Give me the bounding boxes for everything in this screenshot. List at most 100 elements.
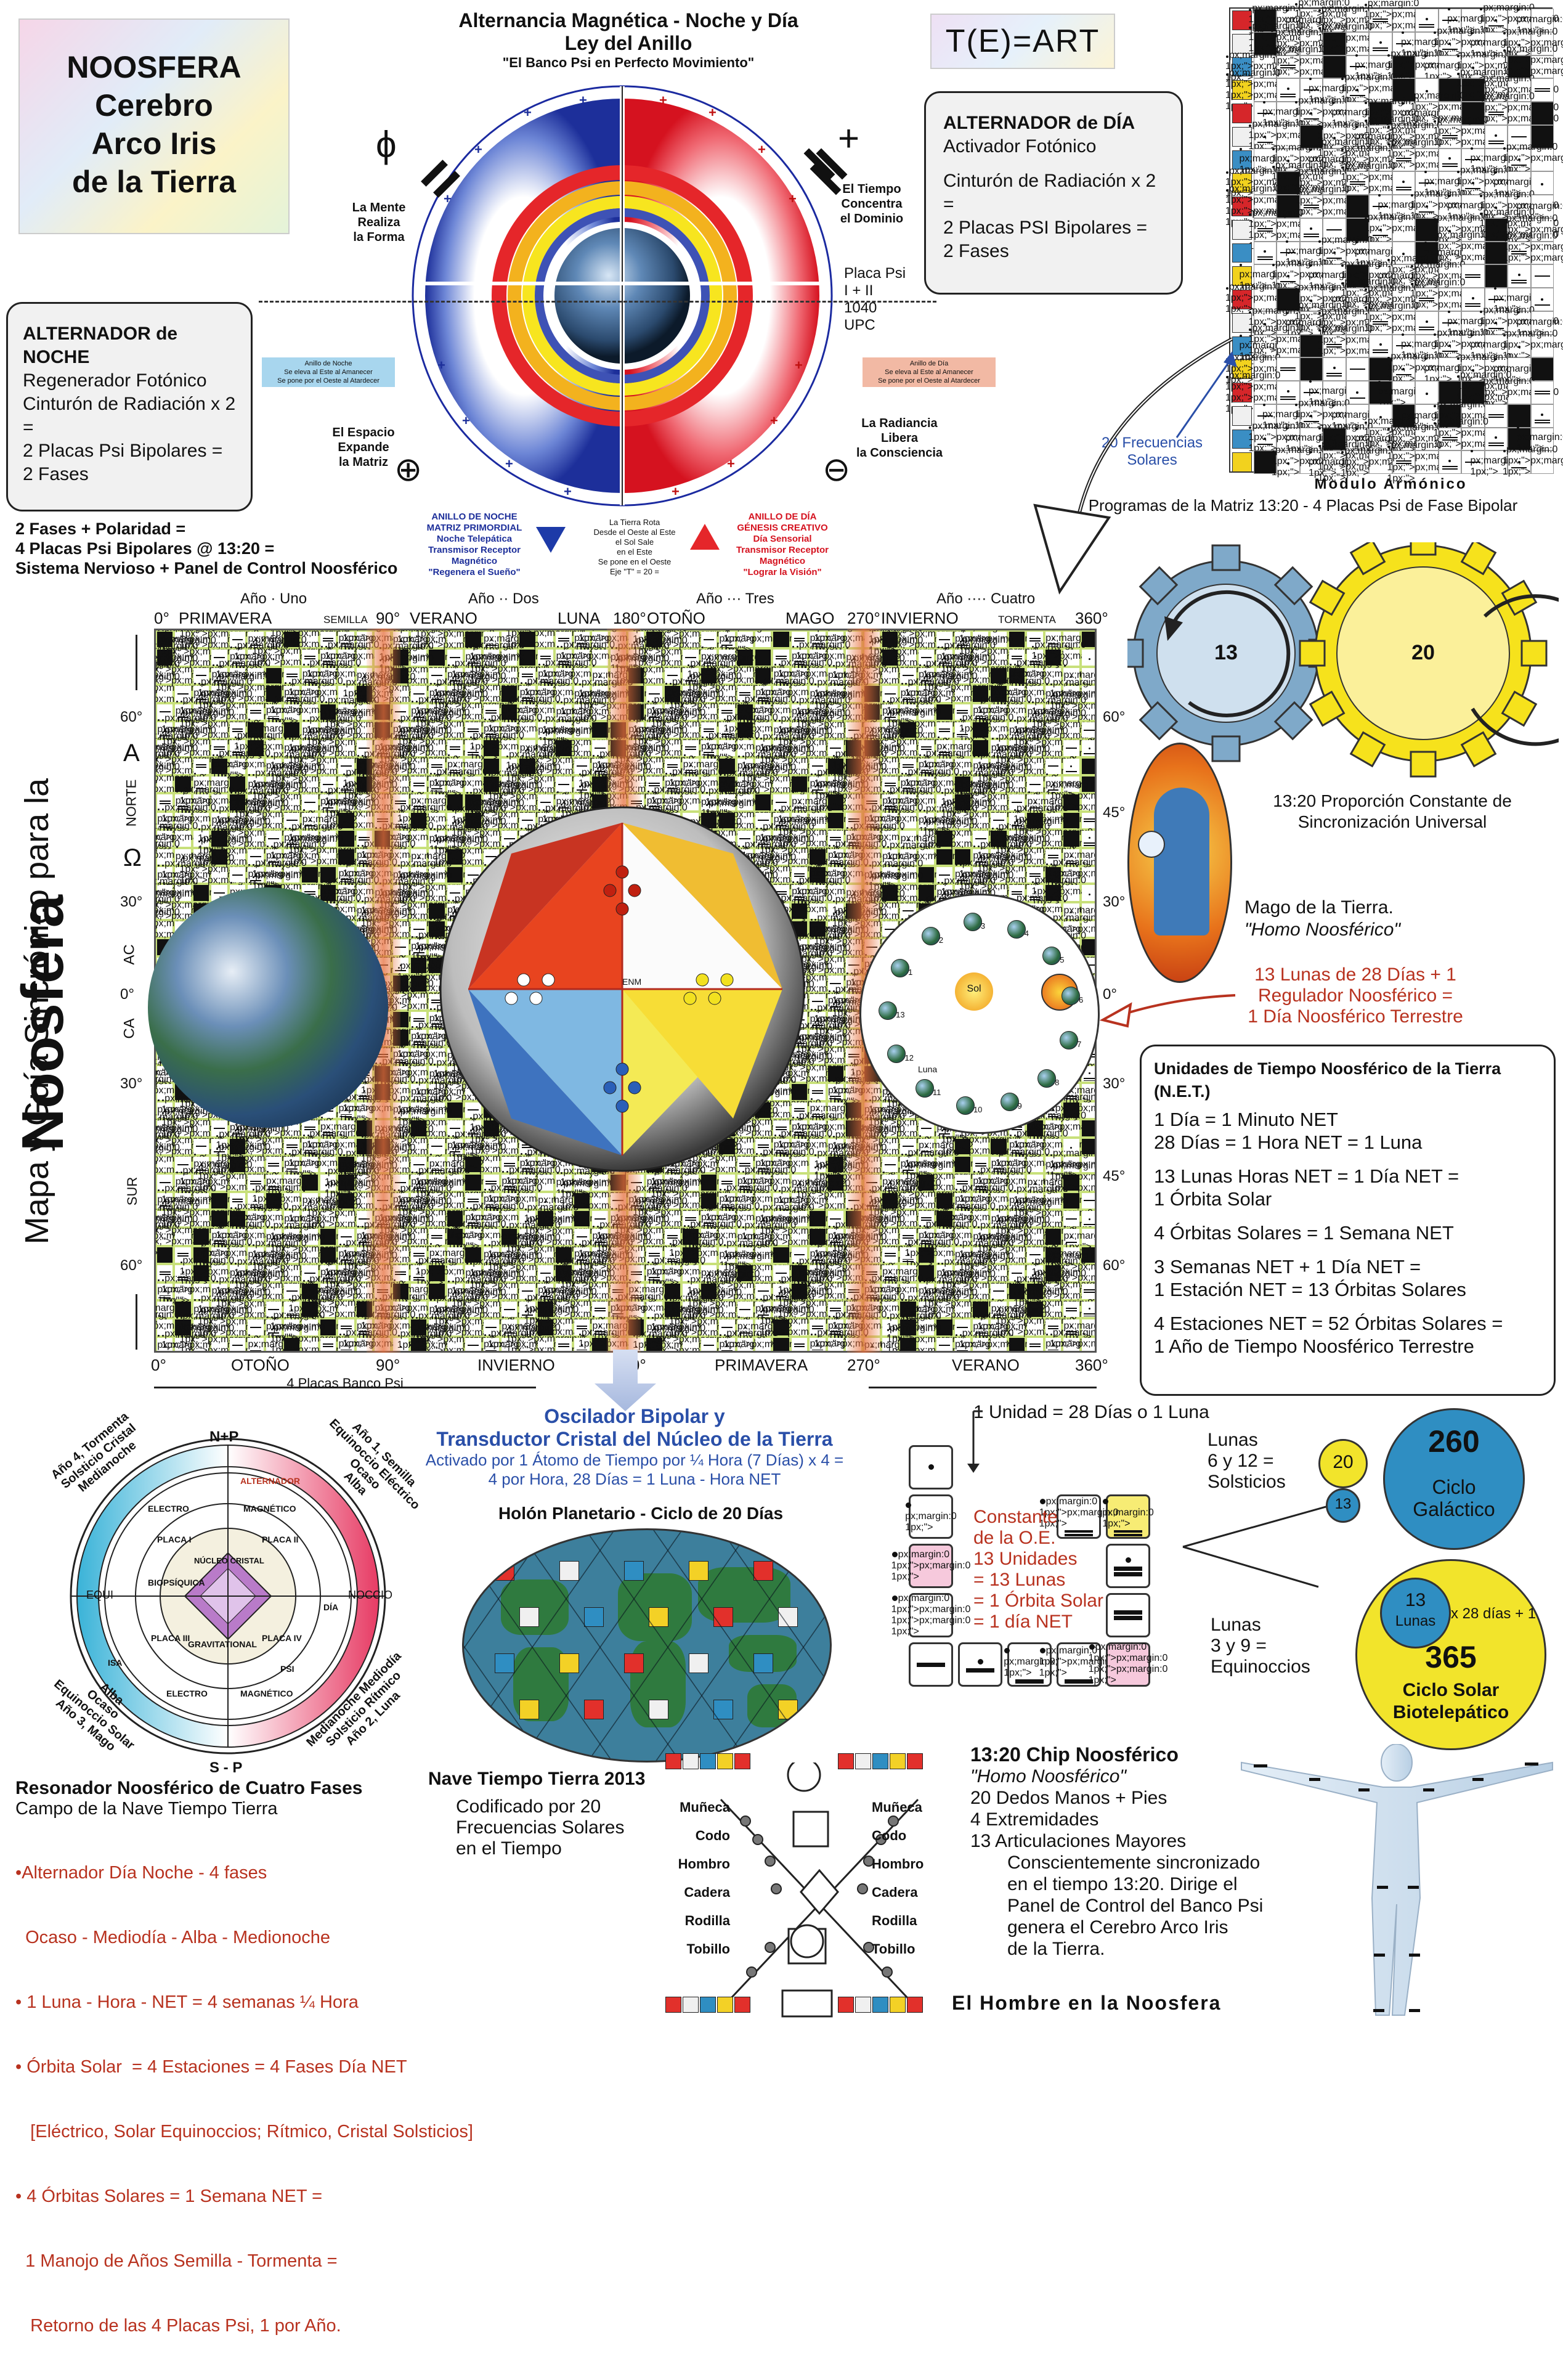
kin-cell bbox=[1508, 404, 1531, 428]
frecuencias-arrow bbox=[1175, 351, 1237, 438]
color-code-icon bbox=[872, 1997, 888, 2013]
orbit-planet-icon bbox=[1037, 1069, 1057, 1088]
solar-seal-icon bbox=[753, 1561, 773, 1581]
color-code-icon bbox=[855, 1997, 871, 2013]
gear-13 bbox=[1127, 544, 1335, 762]
kin-cell bbox=[1461, 264, 1485, 288]
kin-cell bbox=[1323, 427, 1346, 451]
kin-cell bbox=[1299, 124, 1323, 149]
solar-seal-icon bbox=[559, 1653, 579, 1673]
moon-unit-tile: px;margin:0 1px;">px;margin:0 1px;">px;m… bbox=[1088, 1642, 1168, 1687]
map-cell: px;margin:0 1px;">px;margin:0 1px;">px;m… bbox=[270, 1322, 350, 1353]
kin-cell bbox=[1438, 218, 1461, 242]
seal-icon bbox=[1232, 126, 1252, 147]
map-cell bbox=[773, 1337, 789, 1351]
kin-cell bbox=[1299, 102, 1323, 125]
seal-icon bbox=[1232, 219, 1252, 240]
nave-joints-right: Muñeca Codo Hombro Cadera Rodilla Tobill… bbox=[872, 1799, 924, 1957]
kin-cell: px;margin:0 1px;">px;margin:0 1px;">px;m… bbox=[1387, 440, 1467, 484]
kin-cell bbox=[1369, 9, 1392, 32]
kin-cell bbox=[1461, 381, 1485, 404]
color-code-icon bbox=[734, 1753, 750, 1769]
seal-icon bbox=[1232, 197, 1252, 216]
kin-cell bbox=[1438, 148, 1461, 172]
kin-cell bbox=[1299, 334, 1323, 358]
kin-cell bbox=[1484, 427, 1508, 451]
map-cell bbox=[773, 632, 789, 648]
svg-text:+: + bbox=[708, 105, 717, 120]
map-cell: px;margin:0 1px;">px;margin:0 1px;">px;m… bbox=[156, 1143, 205, 1175]
kin-cell bbox=[1530, 102, 1554, 125]
solar-seal-icon bbox=[584, 1700, 604, 1719]
hombre-label: El Hombre en la Noosfera bbox=[952, 1992, 1222, 2014]
modulo-armonico-grid: px;margin:0 1px;">px;margin:0 1px;">px;m… bbox=[1225, 0, 1563, 484]
kin-cell bbox=[1277, 78, 1300, 102]
orbit-planet-icon bbox=[879, 1001, 898, 1020]
solar-seal-icon bbox=[584, 1607, 604, 1627]
banco-psi-caption: 4 Placas Banco Psi bbox=[286, 1375, 404, 1391]
title-box: NOOSFERA Cerebro Arco Iris de la Tierra bbox=[18, 18, 290, 234]
svg-text:+: + bbox=[672, 484, 680, 499]
orbit-number: 1 bbox=[908, 968, 913, 977]
kin-cell bbox=[1530, 78, 1554, 102]
resonator-text: Resonador Noosférico de Cuatro Fases Cam… bbox=[15, 1778, 473, 2336]
solar-seal-icon bbox=[689, 1561, 708, 1581]
map-cell: px;margin:0 1px;">px;margin:0 1px;">px;m… bbox=[156, 1214, 223, 1258]
title-line-2: Cerebro bbox=[95, 88, 213, 123]
svg-text:+: + bbox=[789, 191, 797, 206]
kin-cell bbox=[1438, 404, 1461, 428]
orbit-number: 9 bbox=[1017, 1101, 1022, 1111]
kin-cell bbox=[1346, 195, 1369, 218]
harmonic-gears bbox=[1127, 542, 1559, 778]
kin-cell: px;margin:0 1px;">px;margin:0 1px;"> bbox=[1433, 399, 1513, 432]
kin-cell bbox=[1277, 148, 1300, 172]
map-cell: px;margin:0 1px;">px;margin:0 1px;">px;m… bbox=[156, 672, 205, 704]
svg-text:+: + bbox=[462, 413, 470, 428]
seal-icon bbox=[1232, 104, 1252, 123]
unidad-head: 1 Unidad = 28 Días o 1 Luna bbox=[973, 1402, 1209, 1422]
kin-cell bbox=[1346, 218, 1369, 242]
kin-cell bbox=[1438, 427, 1461, 451]
kin-cell bbox=[1461, 171, 1485, 195]
wizard-icon bbox=[1154, 788, 1209, 935]
moon-unit-tile: px;margin:0 1px;"> bbox=[905, 1494, 957, 1539]
cycle-365-label: 365 bbox=[1425, 1640, 1477, 1674]
color-code-icon bbox=[700, 1753, 716, 1769]
solar-seal-icon bbox=[519, 1700, 539, 1719]
seal-icon bbox=[1232, 290, 1252, 309]
map-cell bbox=[320, 1337, 336, 1351]
title-line-3: Arco Iris bbox=[91, 126, 217, 161]
kin-cell bbox=[1415, 195, 1439, 218]
seal-icon bbox=[1232, 336, 1252, 356]
kin-cell bbox=[1484, 218, 1508, 242]
kin-cell bbox=[1253, 218, 1277, 242]
kin-cell bbox=[1530, 381, 1554, 404]
kin-cell bbox=[1484, 404, 1508, 428]
color-code-icon bbox=[717, 1997, 733, 2013]
kin-cell bbox=[1415, 288, 1439, 311]
crystal-octahedron bbox=[439, 806, 805, 1172]
kin-cell bbox=[1346, 171, 1369, 195]
earth-image bbox=[148, 887, 388, 1128]
color-code-icon bbox=[872, 1753, 888, 1769]
kin-cell bbox=[1530, 264, 1554, 288]
map-cell bbox=[1027, 1337, 1043, 1351]
res-sp: S - P bbox=[209, 1759, 243, 1776]
solar-seal-icon bbox=[753, 1653, 773, 1673]
kin-cell bbox=[1277, 357, 1300, 381]
kin-cell bbox=[1323, 357, 1346, 381]
moon-unit-tile bbox=[958, 1642, 1002, 1687]
kin-cell bbox=[1508, 334, 1531, 358]
svg-text:+: + bbox=[437, 357, 445, 373]
map-cell bbox=[338, 632, 354, 648]
seal-icon bbox=[1232, 57, 1252, 77]
luna-label: Luna bbox=[918, 1064, 938, 1074]
gear-20-label: 20 bbox=[1411, 641, 1435, 664]
